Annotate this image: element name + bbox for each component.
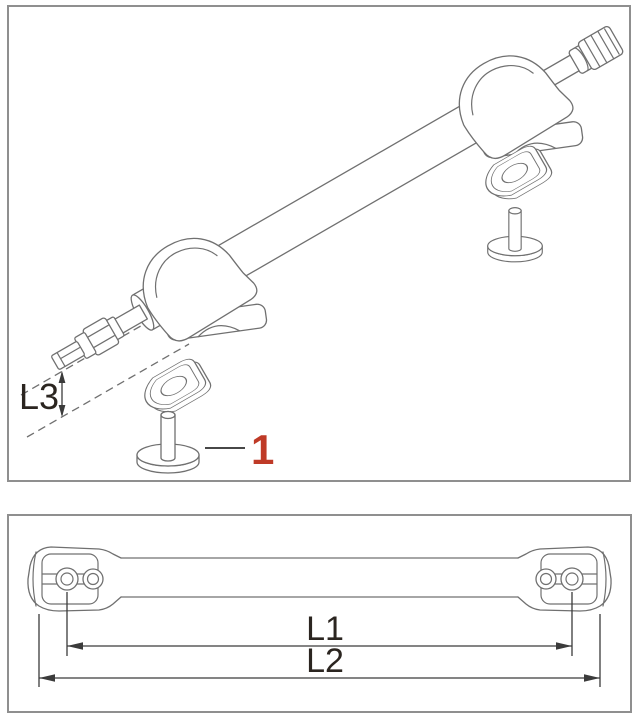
bar-threaded-end <box>51 304 148 370</box>
elevation-view-drawing: L1 L2 <box>27 546 612 687</box>
stay-bar <box>51 25 624 375</box>
l3-label: L3 <box>19 376 59 417</box>
l1-label: L1 <box>306 610 344 648</box>
elevation-tube <box>118 557 521 598</box>
isometric-view-panel: L3 1 <box>7 5 631 482</box>
lower-mounting-plate <box>137 353 215 422</box>
upper-mounting-stud <box>487 207 543 263</box>
elevation-view-panel: L1 L2 <box>7 514 632 713</box>
elevation-right-bracket <box>517 546 612 612</box>
elevation-left-bracket <box>27 546 122 612</box>
callout-1: 1 <box>205 426 274 473</box>
isometric-view-drawing: L3 1 <box>19 25 624 474</box>
callout-1-number: 1 <box>251 426 274 473</box>
dimension-l1: L1 <box>66 592 573 656</box>
l2-label: L2 <box>306 642 344 680</box>
dimension-l3: L3 <box>19 371 66 417</box>
dimension-l2: L2 <box>38 614 601 687</box>
lower-mounting-stud <box>136 410 200 474</box>
